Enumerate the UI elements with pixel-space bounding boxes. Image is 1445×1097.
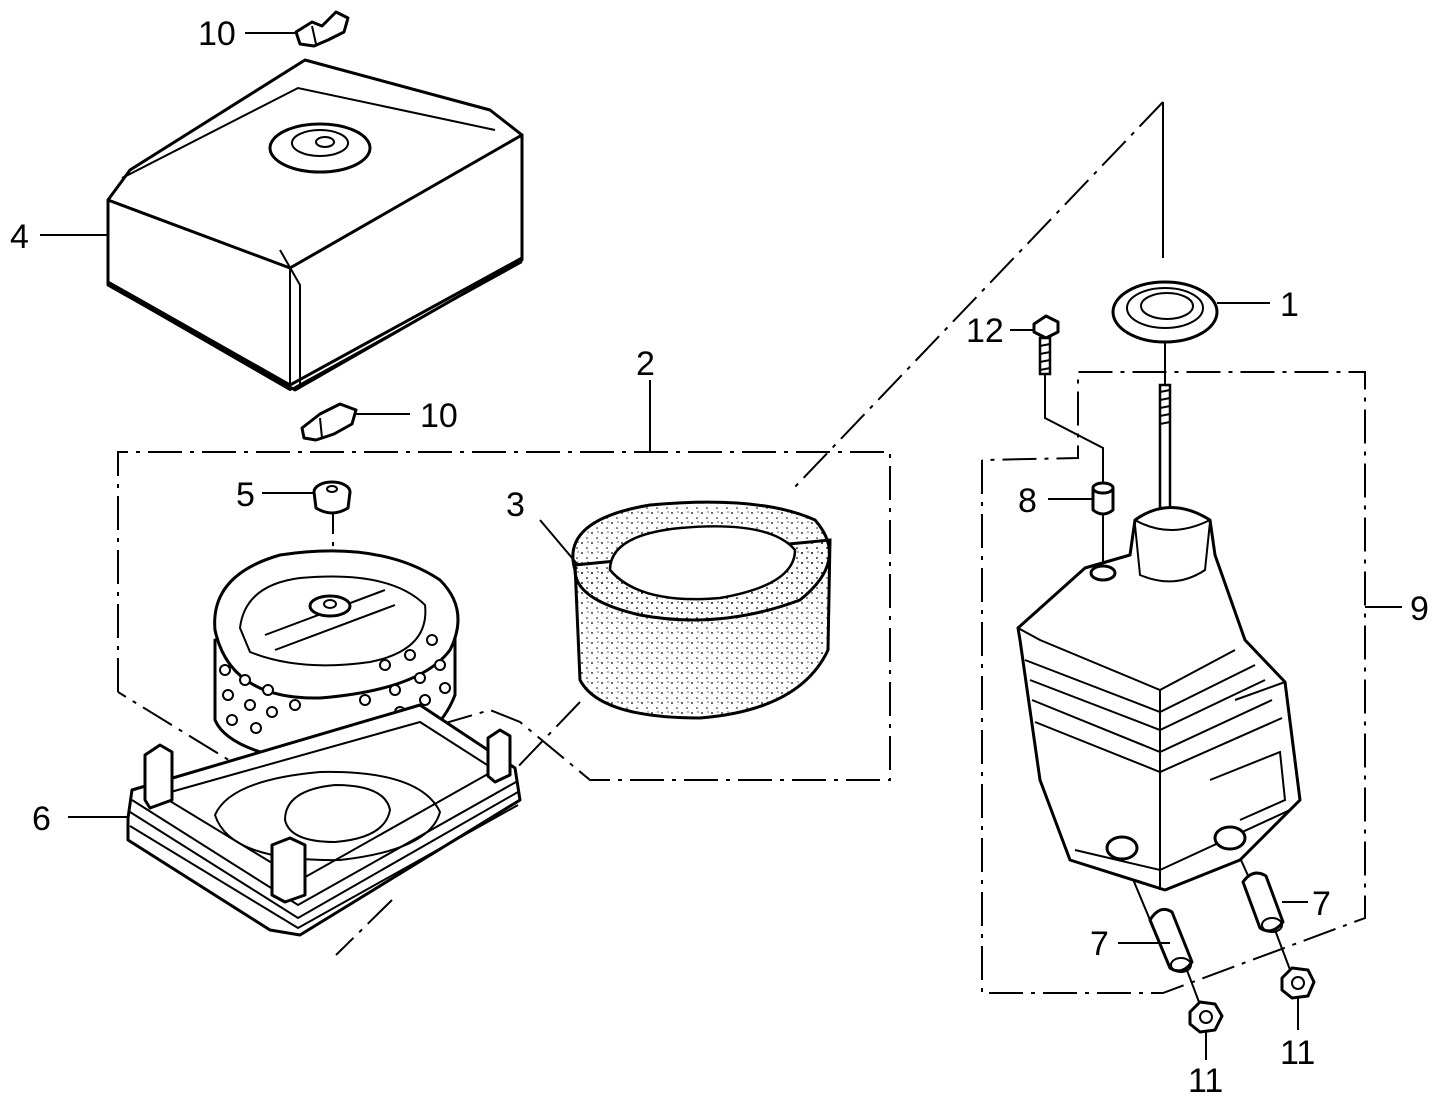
clip-bottom [300, 402, 358, 442]
leader-lines [40, 32, 1308, 1060]
label-3: 3 [506, 486, 525, 524]
assembly-9-boundary [981, 371, 1402, 994]
label-10-bottom: 10 [420, 397, 458, 435]
sleeve-right [1241, 871, 1285, 933]
sealing-washer [1111, 280, 1219, 344]
air-cleaner-cover [106, 58, 524, 392]
label-2: 2 [636, 345, 655, 383]
air-cleaner-elbow [1016, 506, 1302, 892]
assembly-2-boundary [117, 380, 891, 781]
stud [1158, 383, 1172, 527]
label-6: 6 [32, 800, 51, 838]
label-8: 8 [1018, 482, 1037, 520]
grommet-nut [312, 480, 352, 515]
sleeve-left [1148, 907, 1194, 973]
label-11-right: 11 [1280, 1034, 1315, 1072]
label-5: 5 [236, 476, 255, 514]
label-7-left: 7 [1090, 925, 1109, 963]
nut-right [1280, 966, 1316, 1000]
label-11-left: 11 [1188, 1062, 1223, 1097]
label-10-top: 10 [198, 15, 236, 53]
label-9: 9 [1410, 590, 1429, 628]
label-4: 4 [10, 218, 29, 256]
label-1: 1 [1280, 286, 1299, 324]
clip-top [294, 10, 350, 48]
bolt [1032, 314, 1060, 376]
label-7-right: 7 [1312, 885, 1331, 923]
foam-element [571, 500, 832, 720]
collar [1091, 481, 1115, 516]
nut-left [1188, 1000, 1224, 1034]
air-cleaner-base [126, 703, 522, 937]
label-12: 12 [966, 312, 1004, 350]
